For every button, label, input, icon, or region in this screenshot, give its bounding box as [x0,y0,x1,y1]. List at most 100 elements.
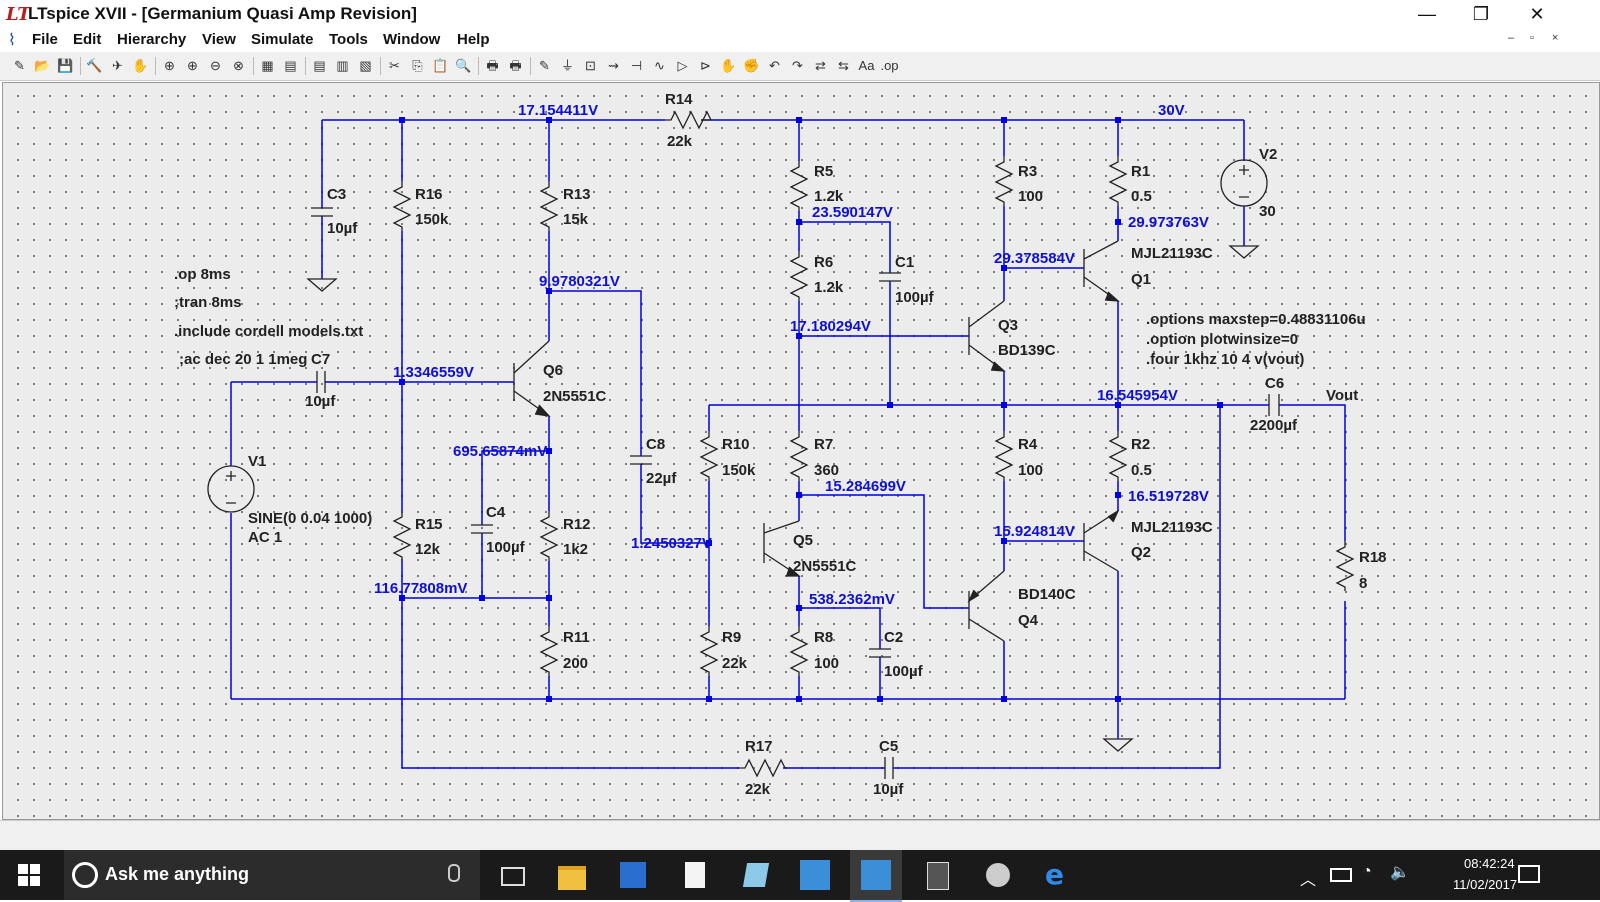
autorange-icon[interactable]: ▦ [261,58,274,73]
spice-directive[interactable]: ;tran 8ms [174,294,242,311]
transistor-q5-symbol[interactable] [763,520,801,577]
new-schematic-icon[interactable]: ✎ [14,58,25,73]
menu-view[interactable]: View [202,31,236,48]
mdi-restore-button[interactable]: ▫ [1530,32,1534,44]
voltage-source-v1-symbol[interactable] [207,465,255,513]
menu-hierarchy[interactable]: Hierarchy [117,31,187,48]
capacitor-icon[interactable]: ⊣ [630,58,643,73]
edge-icon[interactable]: e [1045,858,1064,891]
ltspice-xvii-icon[interactable] [861,860,891,890]
print-icon[interactable]: 🖶 [486,58,499,73]
resistor-r14-symbol[interactable] [665,110,713,130]
resistor-r2-symbol[interactable] [1108,431,1128,481]
resistor-r4-symbol[interactable] [994,431,1014,481]
spice-directive[interactable]: ;ac dec 20 1 1meg [179,351,307,368]
wires[interactable] [230,119,1346,769]
resistor-r15-symbol[interactable] [392,511,412,561]
blank-document-icon[interactable] [680,860,710,890]
label-net-icon[interactable]: ⊡ [585,58,596,73]
mirror-icon[interactable]: ⇆ [838,58,849,73]
resistor-r6-symbol[interactable] [789,251,809,301]
zoom-area-icon[interactable]: ⊕ [187,58,198,73]
tile-horizontal-icon[interactable]: ▤ [313,58,326,73]
maximize-icon[interactable]: ❐ [1472,4,1490,24]
battery-icon[interactable] [1330,868,1352,882]
menu-file[interactable]: File [32,31,58,48]
copy-icon[interactable]: ⎘ [412,58,423,73]
menu-tools[interactable]: Tools [329,31,368,48]
drag-icon[interactable]: ✊ [743,58,760,73]
windows-start-icon[interactable] [18,864,40,886]
undo-icon[interactable]: ↶ [769,58,780,73]
clock-date[interactable]: 11/02/2017 [1453,877,1518,892]
capacitor-c2-symbol[interactable] [869,648,891,658]
resistor-r3-symbol[interactable] [994,156,1014,206]
ground-icon[interactable] [1102,738,1134,752]
menu-simulate[interactable]: Simulate [251,31,314,48]
zoom-cancel-icon[interactable]: ⊗ [233,58,244,73]
spice-directive-icon[interactable]: .op [880,58,899,73]
menu-edit[interactable]: Edit [73,31,102,48]
text-icon[interactable]: Aa [858,58,875,73]
resistor-r18-symbol[interactable] [1335,541,1355,591]
transistor-q4-symbol[interactable] [967,570,1005,642]
resistor-r8-symbol[interactable] [789,626,809,676]
transistor-q6-symbol[interactable] [513,340,551,417]
ground-icon[interactable] [1228,245,1260,259]
menu-help[interactable]: Help [457,31,490,48]
mdi-minimize-button[interactable]: – [1508,32,1515,44]
zoom-out-icon[interactable]: ⊖ [210,58,221,73]
resistor-r11-symbol[interactable] [539,626,559,676]
ltspice-iv-icon[interactable] [800,860,830,890]
rotate-icon[interactable]: ⇄ [815,58,826,73]
chevron-up-icon[interactable]: ︿ [1300,872,1317,889]
resistor-r9-symbol[interactable] [699,626,719,676]
file-explorer-icon[interactable] [557,860,587,890]
capacitor-c4-symbol[interactable] [471,524,493,534]
resistor-r17-symbol[interactable] [739,758,787,778]
schematic-document-icon[interactable]: ⌇ [8,32,16,49]
zoom-in-icon[interactable]: ⊕ [164,58,175,73]
diode-icon[interactable]: ▷ [677,58,688,73]
microphone-icon[interactable] [448,864,460,882]
run-icon[interactable]: ✈ [112,58,123,73]
voltage-source-v2-symbol[interactable] [1220,159,1268,207]
capacitor-c6-symbol[interactable] [1268,394,1280,416]
cut-icon[interactable]: ✂ [389,58,400,73]
resistor-r10-symbol[interactable] [699,431,719,481]
notification-center-icon[interactable] [1518,865,1540,883]
resistor-r13-symbol[interactable] [539,181,559,231]
volume-icon[interactable]: 🔈 [1390,864,1410,881]
ground-icon[interactable]: ⏚ [560,58,574,73]
control-panel-icon[interactable]: 🔨 [86,58,103,73]
capacitor-c7-symbol[interactable] [316,371,326,393]
capacitor-c8-symbol[interactable] [630,455,652,465]
component-icon[interactable]: ⊳ [700,58,711,73]
capacitor-c3-symbol[interactable] [311,207,333,217]
spice-directive[interactable]: .options maxstep=0.48831106u [1146,311,1366,328]
transistor-q2-symbol[interactable] [1083,509,1120,572]
resistor-r16-symbol[interactable] [392,181,412,231]
resistor-r12-symbol[interactable] [539,511,559,561]
resistor-r5-symbol[interactable] [789,161,809,211]
move-icon[interactable]: ✋ [720,58,737,73]
mdi-close-button[interactable]: × [1552,32,1559,44]
cortana-icon[interactable] [72,862,98,888]
notepad-icon[interactable] [740,860,770,890]
print-setup-icon[interactable]: 🖶 [509,58,522,73]
capacitor-c1-symbol[interactable] [879,272,901,282]
task-view-icon[interactable] [497,860,527,890]
close-icon[interactable]: ✕ [1529,4,1545,24]
redo-icon[interactable]: ↷ [792,58,803,73]
schematic-svg[interactable]: 17.154411V 30V 23.590147V 29.973763V 29.… [3,83,1599,819]
ground-icon[interactable] [306,278,338,292]
search-input[interactable] [64,850,480,900]
spice-directive[interactable]: .four 1khz 10 4 v(vout) [1146,351,1304,368]
paint-icon[interactable] [983,860,1013,890]
close-all-icon[interactable]: ▧ [359,58,372,73]
save-icon[interactable]: 💾 [57,58,74,73]
transistor-q1-symbol[interactable] [1083,240,1120,302]
schematic-canvas[interactable]: 17.154411V 30V 23.590147V 29.973763V 29.… [2,82,1600,820]
open-icon[interactable]: 📂 [34,58,51,73]
resistor-r1-symbol[interactable] [1108,156,1128,206]
